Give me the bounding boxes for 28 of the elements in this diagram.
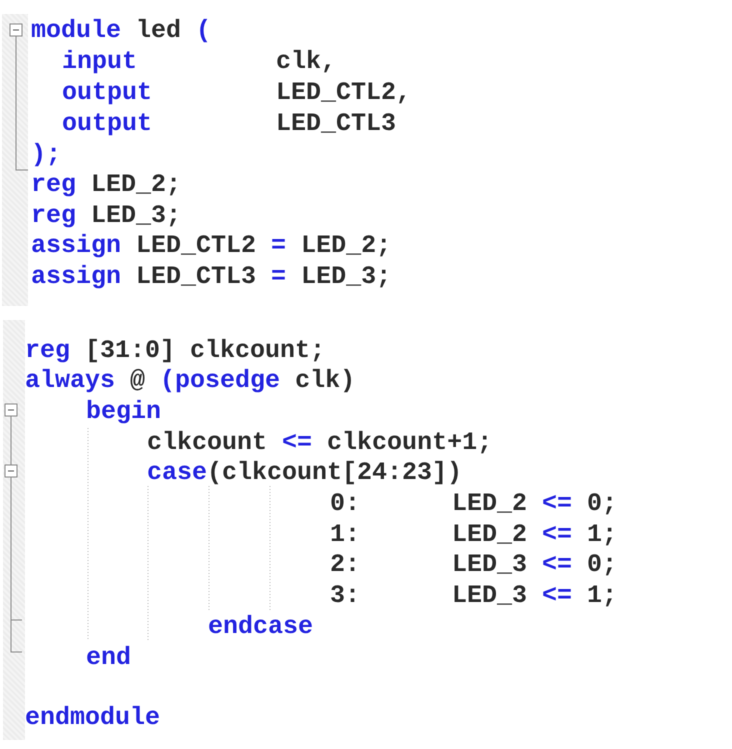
code-line: begin [86,396,162,427]
code-line: LED_CTL3 [276,108,396,139]
code-line: end [86,642,132,673]
code-line: endmodule [25,702,160,733]
code-line: reg [31:0] clkcount; [25,335,326,366]
code-line: LED_2 <= 1; [452,519,618,550]
code-line: case(clkcount[24:23]) [147,457,462,488]
code-line: input [62,46,138,77]
code-line: LED_CTL2, [276,77,412,108]
code-line: 0: [330,488,360,519]
code-line: output [62,108,152,139]
code-line: ); [31,139,62,170]
code-line: always @ (posedge clk) [25,365,356,396]
code-line: LED_3 <= 0; [452,549,618,580]
code-line: reg LED_2; [31,169,182,200]
code-line: module led ( [31,15,212,46]
code-line: LED_2 <= 0; [452,488,618,519]
code-line: assign LED_CTL3 = LED_3; [31,261,392,292]
code-line: 2: [330,549,360,580]
code-line: reg LED_3; [31,200,182,231]
code-line: assign LED_CTL2 = LED_2; [31,230,392,261]
code-line: clkcount <= clkcount+1; [147,427,492,458]
code-line: output [62,77,152,108]
code-line: endcase [208,611,314,642]
code-line: 3: [330,580,360,611]
code-line: 1: [330,519,360,550]
code-line: clk, [276,46,336,77]
code-line: LED_3 <= 1; [452,580,618,611]
